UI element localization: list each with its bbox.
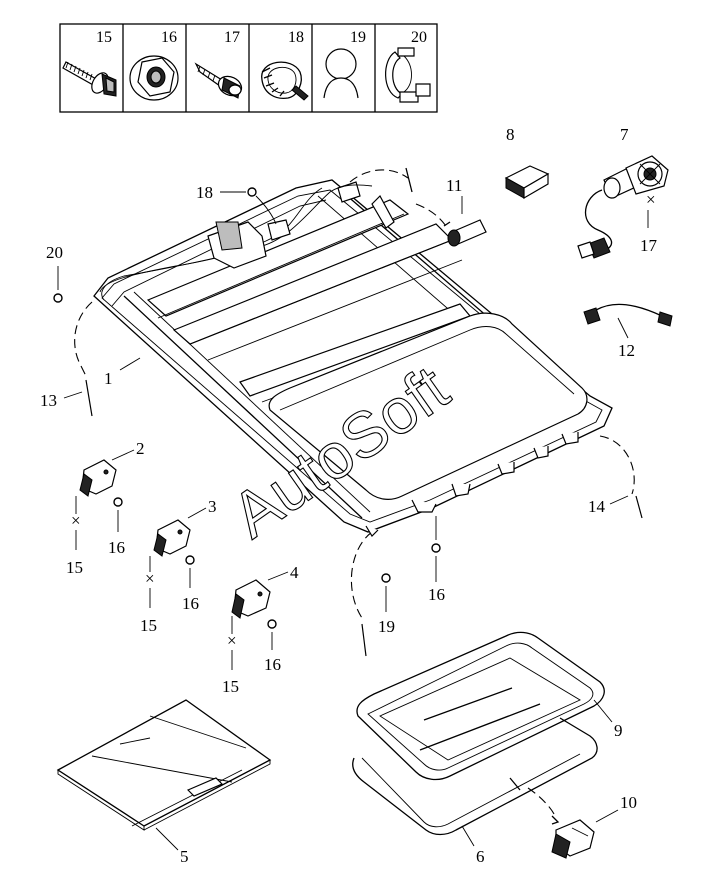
kit-number-16: 16 — [161, 29, 177, 46]
callout-20: 20 — [46, 243, 63, 262]
callout-16-d: 16 — [428, 585, 445, 604]
callout-3: 3 — [208, 497, 217, 516]
hardware-kit-table: 15 16 17 18 19 20 — [59, 23, 438, 113]
callout-13: 13 — [40, 391, 57, 410]
harness-lead — [583, 303, 673, 339]
harness-connector — [415, 196, 487, 247]
svg-text:×: × — [145, 569, 155, 588]
sunroof-motor: × — [577, 155, 669, 259]
rubber-plug-icon — [323, 48, 359, 99]
hose-clip-marker — [53, 293, 63, 303]
drain-plug-marker — [381, 573, 391, 583]
relay-module — [504, 165, 550, 200]
callout-15-b: 15 — [140, 616, 157, 635]
flange-nut-icon — [129, 55, 179, 101]
kit-number-17: 17 — [224, 29, 240, 46]
callout-5: 5 — [180, 847, 189, 866]
kit-number-20: 20 — [411, 29, 427, 46]
callout-16-b: 16 — [182, 594, 199, 613]
callout-11: 11 — [446, 176, 462, 195]
bracket-4: × — [227, 571, 289, 670]
bracket-2: × — [71, 449, 135, 550]
callout-7: 7 — [620, 125, 629, 144]
deflector-clip — [527, 787, 619, 859]
callout-8: 8 — [506, 125, 515, 144]
frame-nut-marker — [431, 543, 441, 553]
flange-bolt-icon — [62, 61, 117, 97]
kit-number-19: 19 — [350, 29, 366, 46]
callout-19: 19 — [378, 617, 395, 636]
hose-clip-icon — [385, 47, 431, 103]
callout-2: 2 — [136, 439, 145, 458]
callout-10: 10 — [620, 793, 637, 812]
callout-16-c: 16 — [264, 655, 281, 674]
sunroof-frame — [93, 179, 613, 533]
glass-panel-seal — [352, 631, 613, 847]
bracket-3: × — [145, 507, 207, 608]
callout-12: 12 — [618, 341, 635, 360]
callout-18: 18 — [196, 183, 213, 202]
callout-6: 6 — [476, 847, 485, 866]
cable-tie-icon — [261, 61, 309, 101]
self-tapping-screw-icon — [194, 62, 243, 99]
svg-text:×: × — [71, 511, 81, 530]
callout-15-a: 15 — [66, 558, 83, 577]
callout-14: 14 — [588, 497, 606, 516]
callout-16-a: 16 — [108, 538, 125, 557]
callout-4: 4 — [290, 563, 299, 582]
callout-9: 9 — [614, 721, 623, 740]
motor-screw-marker: × — [646, 190, 656, 209]
cable-tie-marker — [247, 187, 257, 197]
svg-text:×: × — [227, 631, 237, 650]
callout-15-c: 15 — [222, 677, 239, 696]
callout-17: 17 — [640, 236, 658, 255]
kit-number-18: 18 — [288, 29, 304, 46]
callout-1: 1 — [104, 369, 113, 388]
kit-number-15: 15 — [96, 29, 112, 46]
sunshade — [56, 699, 272, 851]
